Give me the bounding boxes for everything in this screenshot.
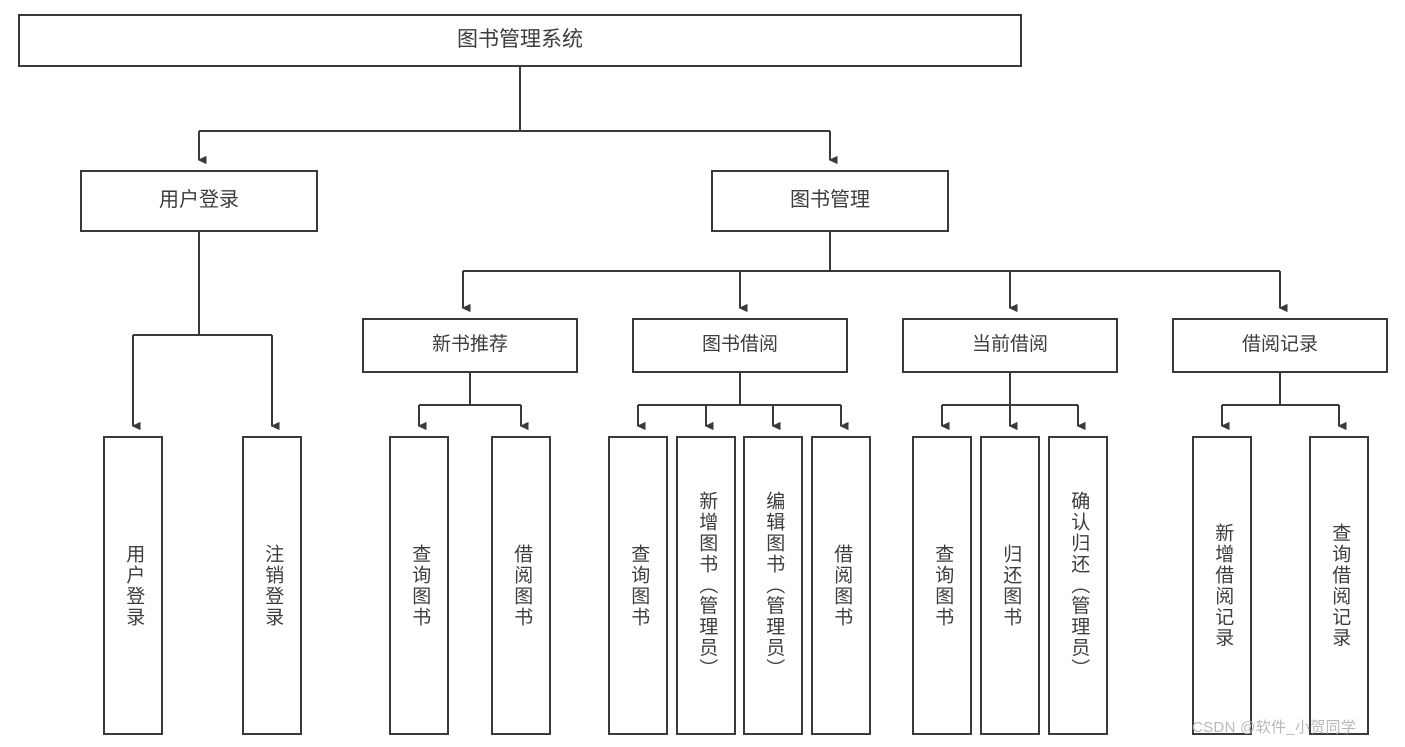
node-label: 图书管理 [790, 189, 870, 212]
node-leaf-rec-borrow-book[interactable]: 借阅图书 [491, 436, 551, 735]
node-leaf-rec-query-book[interactable]: 查询图书 [389, 436, 449, 735]
node-label: 确认归还（管理员） [1068, 491, 1090, 680]
node-label: 借阅记录 [1241, 334, 1318, 356]
node-label: 查询图书 [628, 543, 650, 628]
node-book-borrowing[interactable]: 图书借阅 [632, 318, 848, 373]
node-label: 注销登录 [262, 543, 284, 628]
node-leaf-borrow-borrow-book[interactable]: 借阅图书 [811, 436, 871, 735]
node-leaf-borrow-query-book[interactable]: 查询图书 [608, 436, 668, 735]
node-label: 用户登录 [123, 543, 145, 628]
node-book-management[interactable]: 图书管理 [711, 170, 949, 232]
node-leaf-user-logout[interactable]: 注销登录 [242, 436, 302, 735]
node-label: 查询图书 [409, 543, 431, 628]
node-leaf-record-add-borrow-record[interactable]: 新增借阅记录 [1192, 436, 1252, 735]
node-leaf-user-login[interactable]: 用户登录 [103, 436, 163, 735]
node-leaf-borrow-add-book-admin[interactable]: 新增图书（管理员） [676, 436, 736, 735]
node-label: 图书管理系统 [457, 28, 583, 52]
node-label: 借阅图书 [511, 543, 533, 628]
node-label: 查询借阅记录 [1329, 522, 1351, 649]
node-new-book-recommendation[interactable]: 新书推荐 [362, 318, 578, 373]
node-label: 新增图书（管理员） [696, 491, 718, 680]
node-leaf-current-return-book[interactable]: 归还图书 [980, 436, 1040, 735]
node-label: 图书借阅 [701, 334, 778, 356]
node-label: 当前借阅 [971, 334, 1048, 356]
node-leaf-current-confirm-return-admin[interactable]: 确认归还（管理员） [1048, 436, 1108, 735]
node-leaf-record-query-borrow-record[interactable]: 查询借阅记录 [1309, 436, 1369, 735]
node-label: 查询图书 [932, 543, 954, 628]
node-label: 编辑图书（管理员） [763, 491, 785, 680]
node-current-borrowing[interactable]: 当前借阅 [902, 318, 1118, 373]
node-leaf-current-query-book[interactable]: 查询图书 [912, 436, 972, 735]
node-label: 借阅图书 [831, 543, 853, 628]
node-user-login[interactable]: 用户登录 [80, 170, 318, 232]
node-label: 新增借阅记录 [1212, 522, 1234, 649]
node-root-book-management-system[interactable]: 图书管理系统 [18, 14, 1022, 67]
node-leaf-borrow-edit-book-admin[interactable]: 编辑图书（管理员） [743, 436, 803, 735]
node-borrowing-record[interactable]: 借阅记录 [1172, 318, 1388, 373]
node-label: 归还图书 [1000, 543, 1022, 628]
node-label: 用户登录 [159, 189, 239, 212]
node-label: 新书推荐 [431, 334, 508, 356]
